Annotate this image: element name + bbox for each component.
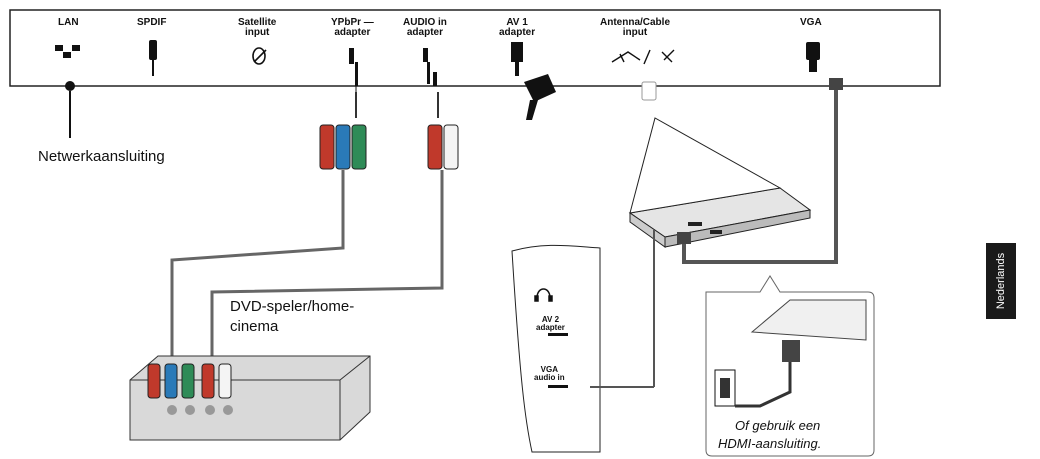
av1-connector-icon — [511, 42, 523, 76]
audio-plugs — [427, 124, 459, 170]
ypbpr-connector-icon — [349, 48, 358, 92]
dvd-player — [129, 355, 371, 441]
audio-line2: adapter — [406, 27, 443, 38]
hdmi-caption-line1: Of gebruik een — [735, 418, 821, 433]
antenna-plug-icon — [641, 81, 657, 101]
satellite-line2: input — [244, 27, 270, 38]
tv-panel — [9, 9, 941, 87]
vga-connector-icon — [806, 42, 820, 72]
av1-line2: adapter — [499, 27, 536, 38]
satellite-icon — [252, 47, 267, 65]
laptop — [628, 117, 812, 248]
port-label-lan: LAN — [58, 17, 79, 28]
vga-audio-line2: audio in — [534, 373, 565, 382]
ypbpr-line1: YPbPr — — [331, 17, 374, 28]
port-label-spdif: SPDIF — [137, 17, 167, 28]
port-label-vga: VGA — [800, 17, 822, 28]
av2-line1: AV 2 — [541, 315, 560, 324]
vga-audio-connector-icon — [548, 385, 568, 388]
lan-icon — [55, 45, 80, 58]
spdif-icon — [149, 40, 157, 76]
antenna-line1: Antenna/Cable — [600, 17, 671, 28]
vga-cable — [682, 88, 838, 264]
laptop-corner — [750, 299, 867, 341]
hdmi-cable — [735, 355, 792, 408]
antenna-line2: input — [622, 27, 648, 38]
hdmi-plug — [782, 340, 800, 362]
language-tab: Nederlands — [986, 243, 1016, 319]
ypbpr-line2: adapter — [334, 27, 371, 38]
network-label: Netwerkaansluiting — [38, 148, 165, 165]
av2-connector-icon — [548, 333, 568, 336]
headphone-icon — [534, 288, 553, 302]
satellite-line1: Satellite — [238, 17, 277, 28]
tv-side-panel — [511, 244, 601, 453]
vga-audio-line1: VGA — [540, 365, 558, 374]
laptop-vga-plug — [677, 232, 691, 244]
lan-cable-plug — [65, 81, 75, 91]
av2-line2: adapter — [536, 323, 565, 332]
ypbpr-plugs — [319, 124, 367, 170]
dvd-label-line2: cinema — [230, 318, 279, 335]
hdmi-caption-line2: HDMI-aansluiting. — [718, 436, 822, 451]
ypbpr-cable — [170, 170, 345, 360]
av1-line1: AV 1 — [506, 17, 528, 28]
scart-plug-icon — [524, 74, 556, 120]
audio-connector-icon — [423, 48, 437, 86]
language-tab-label: Nederlands — [995, 252, 1007, 310]
audio-line1: AUDIO in — [403, 17, 447, 28]
dvd-label-line1: DVD-speler/home- — [230, 298, 355, 315]
audio-cable — [210, 170, 444, 360]
antenna-icon — [611, 49, 675, 65]
port-label-ypbpr: YPbPr —adapter — [331, 18, 374, 38]
tv-vga-plug — [829, 78, 843, 90]
